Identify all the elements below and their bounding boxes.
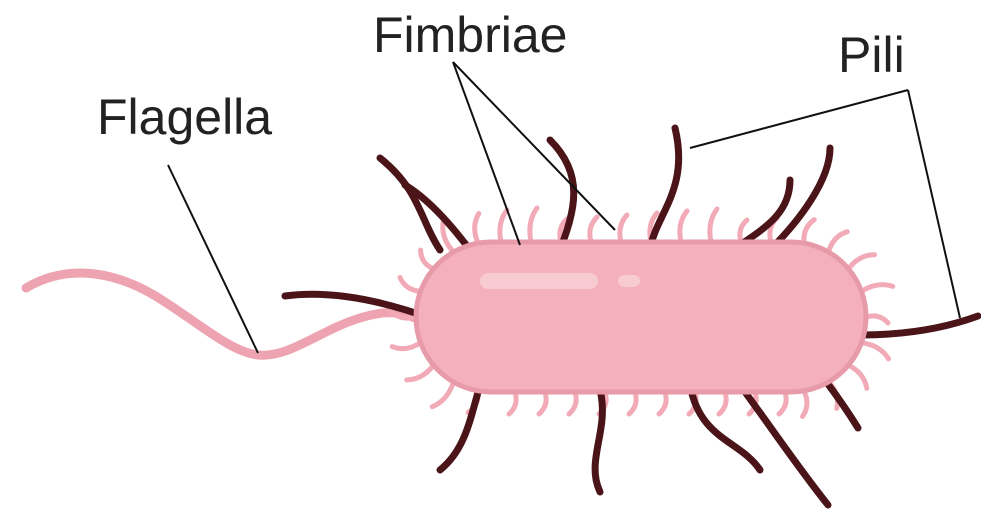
fimbria (719, 392, 726, 414)
fimbria (392, 343, 420, 349)
pilus (595, 390, 602, 492)
fimbria (862, 285, 893, 292)
flagella-leader-line (168, 165, 258, 353)
flagellum (26, 273, 415, 355)
fimbriae-label: Fimbriae (373, 10, 567, 60)
fimbria (400, 278, 421, 292)
cell-highlight (480, 273, 598, 289)
fimbria (509, 392, 516, 414)
fimbria (500, 210, 507, 242)
pilus (825, 380, 858, 428)
fimbria (407, 365, 434, 380)
fimbria (421, 250, 434, 269)
fimbria (849, 365, 867, 388)
cell-highlight-small (618, 275, 640, 287)
pili-leader-line (908, 90, 960, 318)
fimbria (710, 209, 717, 242)
flagella-label: Flagella (97, 92, 272, 142)
fimbria (432, 382, 453, 407)
fimbria (866, 316, 888, 323)
pili-leader-line (690, 90, 908, 148)
fimbria (862, 343, 889, 359)
pilus (770, 148, 830, 250)
fimbria (475, 214, 479, 244)
fimbria (629, 392, 636, 414)
fimbria (829, 232, 848, 252)
fimbria (779, 392, 786, 414)
fimbria (590, 217, 597, 242)
fimbria (539, 392, 546, 414)
pilus (650, 128, 679, 250)
fimbriae-leader-line (453, 62, 615, 230)
fimbria (620, 215, 627, 242)
fimbriae-leader-line (453, 62, 520, 245)
fimbria (804, 220, 814, 244)
fimbria (530, 208, 537, 242)
pili-label: Pili (838, 30, 905, 80)
fimbria (849, 255, 875, 269)
fimbria (803, 391, 807, 417)
pilus (745, 392, 828, 505)
fimbria (569, 392, 576, 414)
fimbria (680, 211, 687, 242)
cell-body (416, 242, 866, 392)
fimbria (659, 392, 666, 414)
